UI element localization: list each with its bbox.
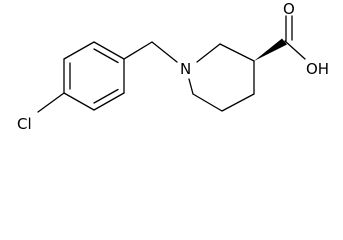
- ring-bond: [221, 93, 255, 112]
- ring-bond: [196, 43, 221, 63]
- piperidine-ring: [188, 43, 255, 112]
- ring-bond: [219, 43, 255, 62]
- stereo-wedge-bond: [254, 38, 287, 61]
- ring-bond: [93, 92, 125, 111]
- ring-bond: [63, 41, 95, 60]
- ring-bond: [192, 93, 223, 112]
- chlorine-label: Cl: [17, 115, 32, 133]
- ring-double-bond: [93, 88, 119, 104]
- aryl-ch2-bond: [123, 41, 153, 60]
- ring-bond: [93, 41, 125, 60]
- c-oh-bond: [284, 40, 306, 60]
- chemical-structure-diagram: N Cl OH O: [17, 0, 329, 133]
- carbonyl-oxygen-label: O: [283, 0, 295, 18]
- c-cl-bond: [37, 92, 65, 113]
- nitrogen-label: N: [180, 60, 191, 78]
- hydroxyl-label: OH: [306, 60, 329, 78]
- ring-bond: [63, 92, 95, 111]
- ch2-n-bond: [151, 41, 178, 63]
- ring-double-bond: [93, 48, 119, 64]
- chlorophenyl-ring: [63, 41, 125, 111]
- ring-bond: [188, 78, 194, 95]
